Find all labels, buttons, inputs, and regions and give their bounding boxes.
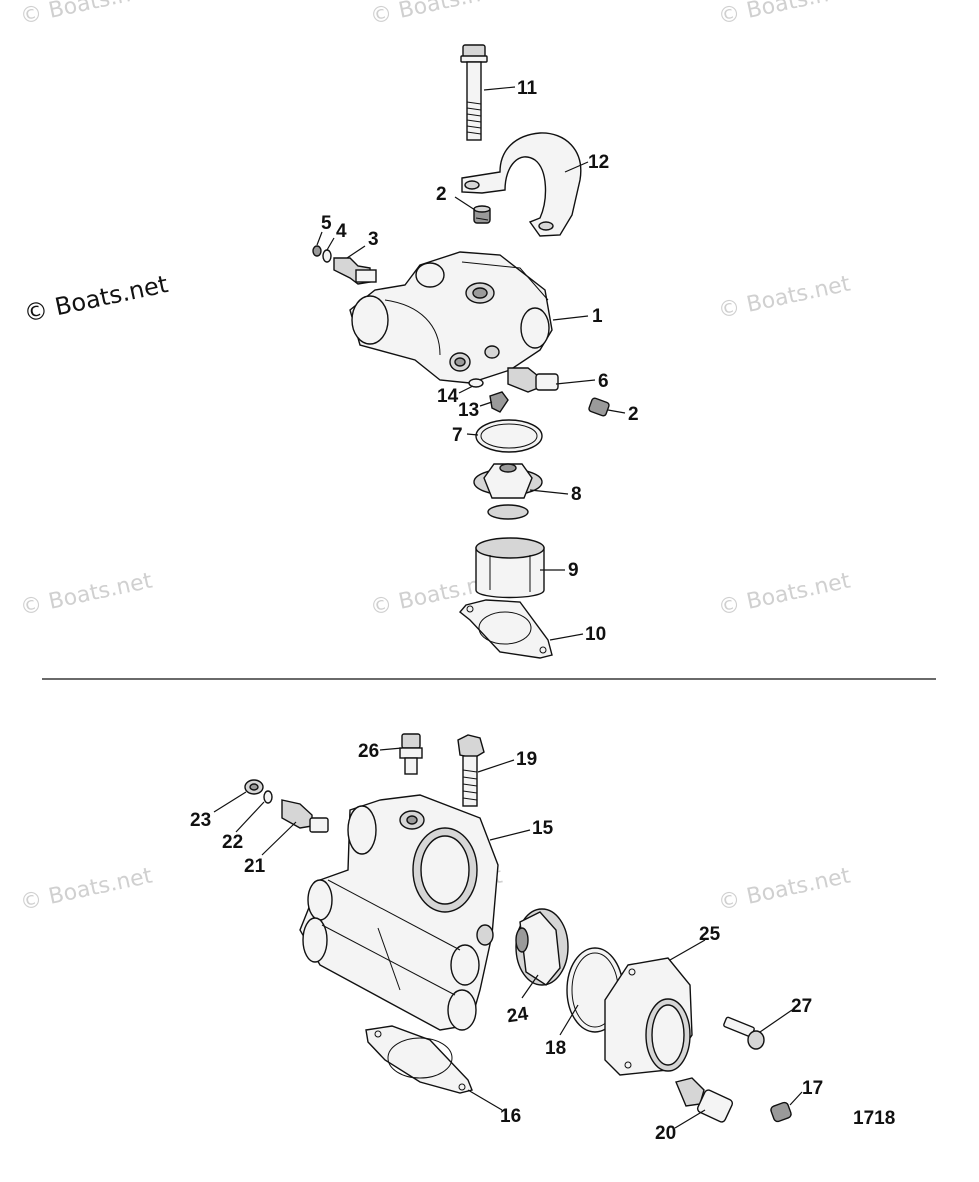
part-20-sensor [675, 1077, 734, 1123]
callout-16: 16 [500, 1106, 521, 1127]
callouts-lower: 26 19 23 22 21 15 25 24 18 27 16 17 20 [190, 741, 823, 1144]
part-27-bolt [723, 1016, 765, 1050]
callout-4: 4 [336, 221, 347, 242]
part-21-sender [281, 799, 329, 833]
part-13-fitting [489, 391, 509, 413]
watermark: © Boats.net [716, 271, 853, 323]
callout-13: 13 [458, 400, 479, 421]
part-11-bolt [460, 44, 488, 141]
part-2-plug-top [473, 205, 491, 224]
callout-1: 1 [592, 306, 603, 327]
part-25-cover [604, 957, 693, 1076]
callout-18: 18 [545, 1038, 566, 1059]
part-4-washer [322, 249, 332, 263]
callout-8: 8 [571, 484, 582, 505]
callout-24: 24 [506, 1003, 530, 1027]
callout-2-lower: 2 [628, 404, 639, 425]
part-8-thermostat [473, 463, 543, 520]
callout-14: 14 [437, 386, 459, 407]
watermark: © Boats.net [716, 0, 853, 30]
part-17-plug [770, 1101, 792, 1123]
watermark: © Boats.net [368, 0, 505, 30]
callout-27: 27 [791, 996, 812, 1017]
watermark: © Boats.net [18, 568, 155, 620]
part-6-sensor [507, 367, 559, 393]
callout-6: 6 [598, 371, 609, 392]
watermark: © Boats.net [18, 863, 155, 915]
leader-lines-upper [316, 86, 626, 641]
part-7-o-ring [475, 419, 543, 453]
part-14-seal [468, 378, 484, 388]
callout-12: 12 [588, 152, 609, 173]
part-15-thermostat-housing [299, 794, 499, 1031]
part-3-sender [333, 257, 377, 285]
callout-15: 15 [532, 818, 554, 839]
watermark: © Boats.net [716, 863, 853, 915]
callout-5: 5 [321, 213, 332, 234]
part-5-nut [312, 245, 322, 257]
callout-26: 26 [358, 741, 379, 762]
callout-20: 20 [655, 1123, 676, 1144]
lower-assembly: 26 19 23 22 21 15 25 24 18 27 16 17 20 1… [190, 733, 895, 1144]
callouts-upper: 11 12 2 5 4 3 1 6 14 13 2 7 8 9 10 [321, 78, 639, 645]
part-24-thermostat [515, 908, 569, 986]
watermark: © Boats.net [18, 0, 155, 30]
upper-assembly: 11 12 2 5 4 3 1 6 14 13 2 7 8 9 10 [312, 44, 639, 659]
watermark: © Boats.net [716, 568, 853, 620]
part-9-sleeve [475, 537, 545, 599]
part-26-fitting [399, 733, 423, 775]
callout-23: 23 [190, 810, 211, 831]
callout-25: 25 [699, 924, 721, 945]
watermark-main: © Boats.net [21, 270, 170, 328]
part-1-thermostat-housing [349, 251, 553, 384]
callout-22: 22 [222, 832, 243, 853]
part-19-bolt [457, 734, 485, 807]
watermarks: © Boats.net © Boats.net © Boats.net © Bo… [18, 0, 853, 916]
callout-19: 19 [516, 749, 537, 770]
part-23-nut [244, 779, 264, 795]
callout-21: 21 [244, 856, 266, 877]
part-12-clamp [461, 132, 582, 237]
callout-10: 10 [585, 624, 606, 645]
callout-7: 7 [452, 425, 463, 446]
part-22-washer [263, 790, 273, 804]
leader-lines-lower [213, 747, 803, 1129]
part-10-gasket [458, 599, 553, 659]
part-2-plug-lower [588, 397, 610, 417]
callout-17: 17 [802, 1078, 823, 1099]
callout-11: 11 [517, 78, 538, 99]
callout-3: 3 [368, 229, 379, 250]
callout-2: 2 [436, 184, 447, 205]
callout-9: 9 [568, 560, 579, 581]
diagram-reference-code: 1718 [853, 1108, 895, 1129]
part-16-gasket [365, 1025, 473, 1094]
